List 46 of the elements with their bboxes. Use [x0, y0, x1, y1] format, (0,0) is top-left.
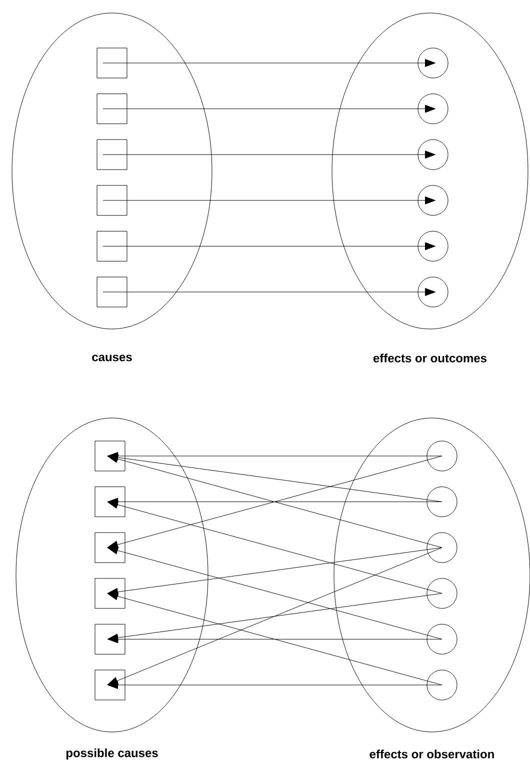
- node-label: causes: [92, 354, 132, 362]
- circle-node: [426, 440, 458, 472]
- square-box: [94, 532, 126, 563]
- square-box: [94, 670, 126, 700]
- arrow: [107, 546, 442, 640]
- circle-node: [418, 94, 448, 124]
- arrow: [102, 242, 436, 250]
- circle-node: [418, 185, 448, 216]
- square-box: [96, 230, 128, 262]
- ellipse-group: effects or observation: [334, 418, 530, 758]
- arrow: [107, 452, 442, 460]
- square-box: [96, 139, 128, 170]
- arrow: [107, 592, 442, 686]
- arrow: [102, 150, 436, 159]
- square-box: [94, 624, 126, 654]
- circle-node: [418, 139, 448, 170]
- square-box: [94, 440, 126, 472]
- node-label: effects or observation: [370, 750, 494, 758]
- circle-node: [418, 48, 448, 78]
- square-box: [96, 185, 128, 216]
- arrow: [107, 500, 442, 594]
- arrow: [107, 635, 442, 644]
- ellipse-group: possible causes: [16, 418, 208, 760]
- arrow: [107, 681, 442, 689]
- ellipse-group: causes: [12, 12, 212, 362]
- square-box: [94, 486, 126, 518]
- circle-node: [426, 532, 458, 563]
- square-box: [96, 48, 128, 78]
- circle-node: [418, 230, 448, 262]
- circle-node: [418, 276, 448, 308]
- arrow: [107, 547, 442, 685]
- square-box: [96, 276, 128, 308]
- arrow: [102, 288, 436, 296]
- arrow: [107, 547, 442, 596]
- circle-node: [426, 486, 458, 518]
- arrow: [102, 196, 436, 204]
- square-box: [96, 94, 128, 124]
- square-box: [94, 578, 126, 609]
- arrow: [102, 104, 436, 113]
- circle-node: [426, 670, 458, 700]
- circle-node: [426, 624, 458, 654]
- circle-node: [426, 578, 458, 609]
- arrow: [102, 59, 436, 67]
- node-label: effects or outcomes: [373, 354, 486, 362]
- node-label: possible causes: [66, 748, 158, 760]
- ellipse-group: effects or outcomes: [332, 12, 528, 362]
